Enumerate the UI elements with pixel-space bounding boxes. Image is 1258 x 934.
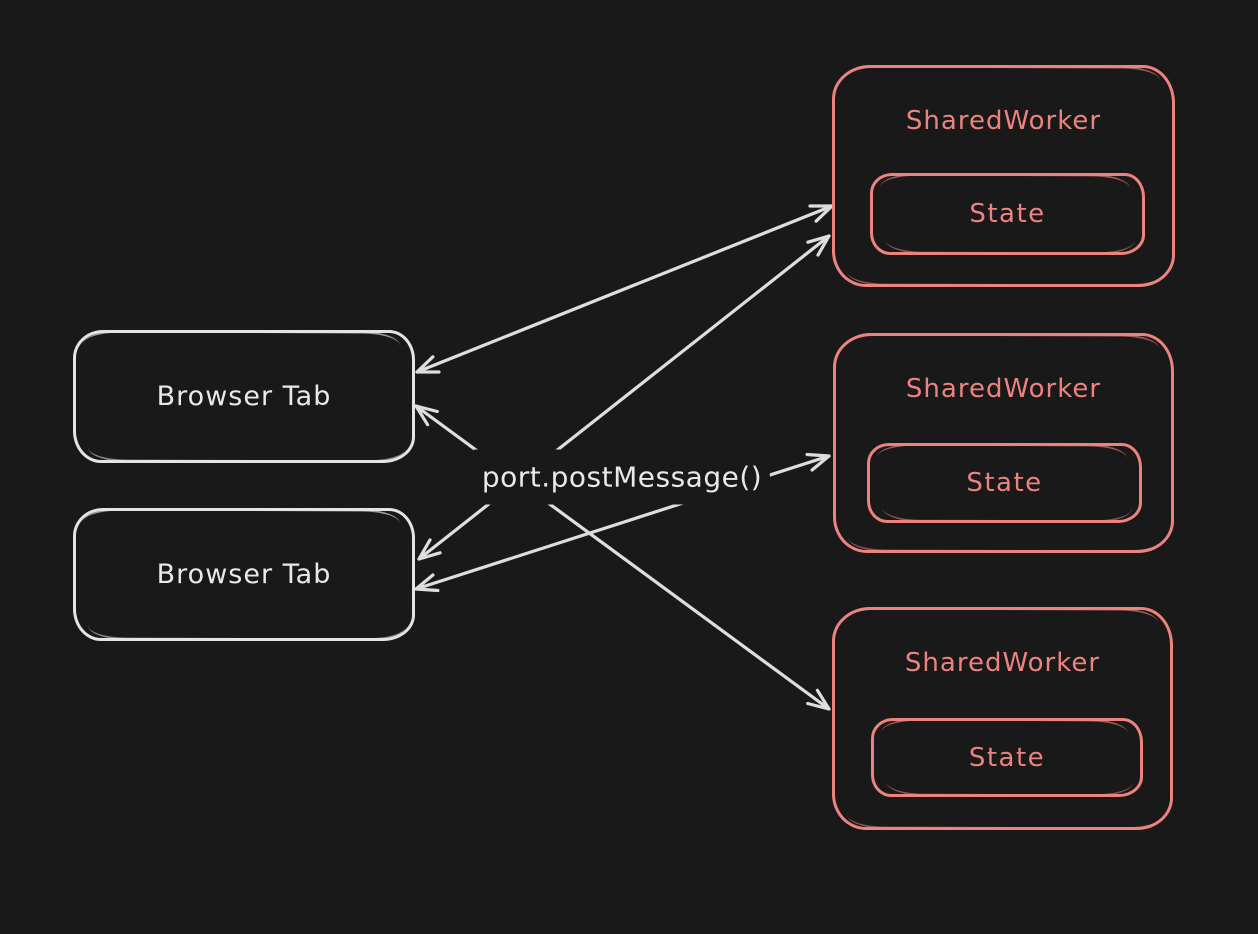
port-postmessage-label: port.postMessage() [473,449,771,505]
shared-worker-3-label: SharedWorker [904,648,1101,678]
arrowhead [414,573,440,593]
shared-worker-2-label: SharedWorker [905,374,1102,404]
edge-tab2-worker1 [417,234,831,561]
state-3-label: State [968,742,1046,773]
arrowhead [417,538,442,561]
arrowhead [805,452,831,472]
state-box-1: State [870,173,1145,255]
edge-tab1-worker1 [415,204,834,374]
state-box-2: State [867,443,1142,523]
browser-tab-2-label: Browser Tab [156,559,332,590]
node-shared-worker-2: SharedWorker State [833,333,1174,553]
node-browser-tab-1: Browser Tab [73,330,415,463]
arrowhead [806,688,831,711]
arrowhead [415,355,441,374]
node-shared-worker-1: SharedWorker State [832,65,1175,287]
shared-worker-1-label: SharedWorker [905,106,1102,136]
state-2-label: State [966,468,1043,498]
state-box-3: State [871,718,1143,797]
arrowhead [806,234,831,257]
state-1-label: State [969,199,1046,229]
node-browser-tab-2: Browser Tab [73,508,415,641]
node-shared-worker-3: SharedWorker State [832,607,1173,830]
browser-tab-1-label: Browser Tab [156,381,332,412]
arrowhead [414,404,439,427]
